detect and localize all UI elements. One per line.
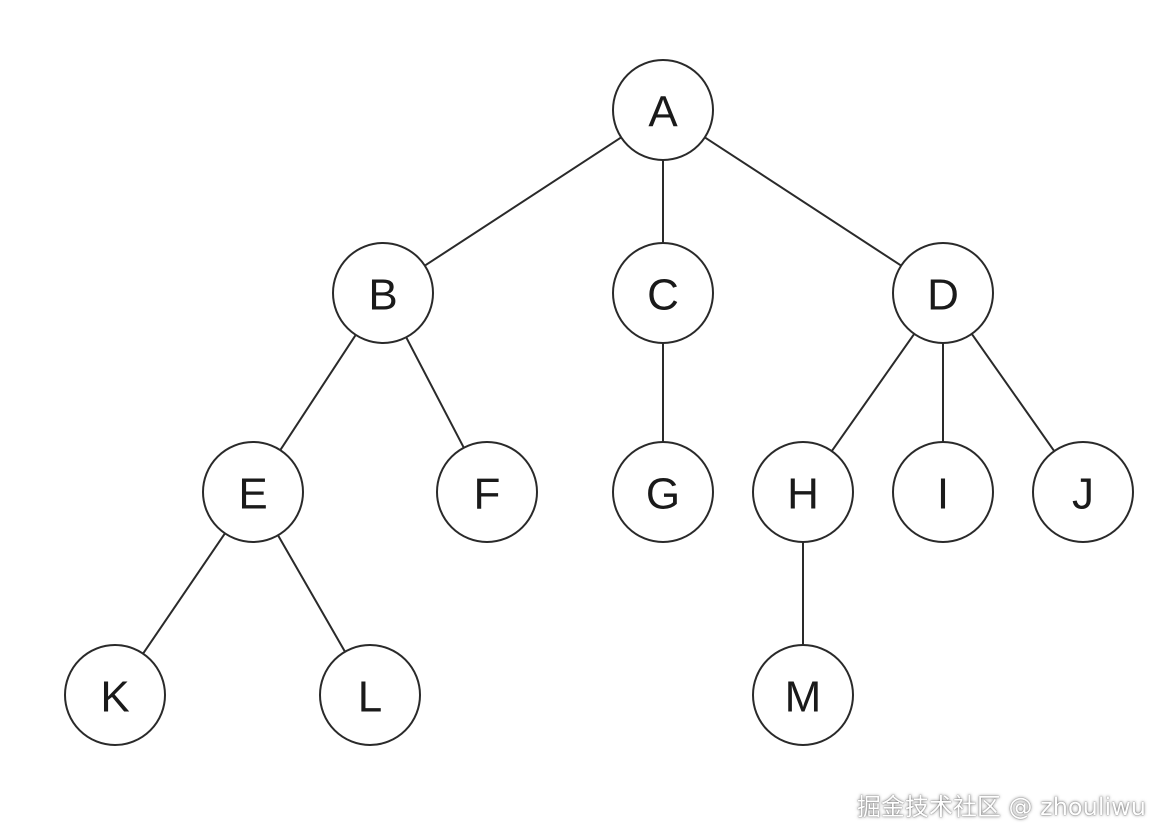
edge-a-b <box>424 136 622 267</box>
node-e: E <box>202 441 304 543</box>
node-label: J <box>1072 470 1094 519</box>
edge-e-k <box>142 532 226 655</box>
node-circle <box>319 644 421 746</box>
node-circle <box>64 644 166 746</box>
node-label: H <box>787 470 819 519</box>
node-label: D <box>927 271 959 320</box>
node-f: F <box>436 441 538 543</box>
node-l: L <box>319 644 421 746</box>
node-circle <box>332 242 434 344</box>
node-m: M <box>752 644 854 746</box>
node-label: A <box>648 88 678 137</box>
node-j: J <box>1032 441 1134 543</box>
node-a: A <box>612 59 714 161</box>
node-circle <box>1032 441 1134 543</box>
node-label: F <box>474 470 501 519</box>
node-label: C <box>647 271 679 320</box>
node-label: L <box>358 673 382 722</box>
node-d: D <box>892 242 994 344</box>
edge-d-h <box>830 333 916 452</box>
node-label: B <box>368 271 397 320</box>
edge-b-f <box>405 336 465 449</box>
edge-d-j <box>970 333 1056 452</box>
nodes-layer: A B C D E F G H I J K L M <box>64 59 1134 746</box>
edge-a-d <box>704 136 902 267</box>
node-h: H <box>752 441 854 543</box>
node-label: K <box>100 673 129 722</box>
node-circle <box>612 441 714 543</box>
node-label: I <box>937 470 949 519</box>
node-g: G <box>612 441 714 543</box>
node-b: B <box>332 242 434 344</box>
edge-b-e <box>279 334 357 451</box>
edges-layer <box>142 136 1056 655</box>
watermark-text: 掘金技术社区 @ zhouliwu <box>856 793 1146 821</box>
node-label: E <box>238 470 267 519</box>
node-c: C <box>612 242 714 344</box>
node-circle <box>892 441 994 543</box>
node-circle <box>202 441 304 543</box>
node-i: I <box>892 441 994 543</box>
node-circle <box>892 242 994 344</box>
node-circle <box>752 441 854 543</box>
node-circle <box>612 59 714 161</box>
node-circle <box>752 644 854 746</box>
edge-e-l <box>277 534 346 653</box>
node-label: G <box>646 470 680 519</box>
node-circle <box>612 242 714 344</box>
node-label: M <box>785 673 822 722</box>
node-k: K <box>64 644 166 746</box>
node-circle <box>436 441 538 543</box>
